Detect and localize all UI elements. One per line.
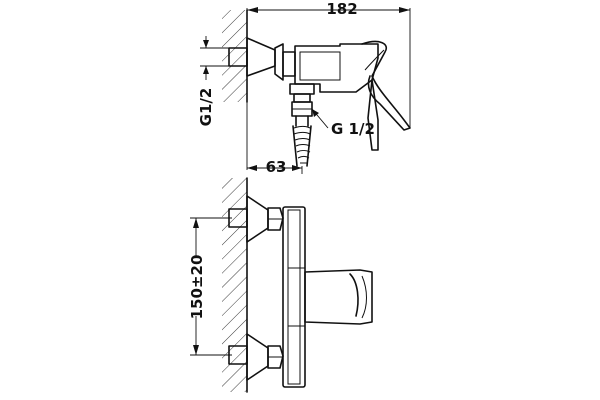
side-view: 182 G1/2 G 1/2 63 (197, 0, 411, 176)
shower-hose (292, 115, 312, 167)
lever-handle (361, 40, 411, 131)
dimension-inlet-thread (200, 36, 232, 80)
dimension-wall-offset (246, 102, 303, 174)
escutcheon (246, 37, 276, 77)
outlet-fitting (289, 83, 315, 117)
eccentric-nut (274, 43, 284, 81)
dimension-inlet-thread-label: G1/2 (197, 88, 215, 127)
front-view: 150±20 (187, 177, 373, 393)
dimension-outlet-thread-label: G 1/2 (331, 120, 375, 138)
spout (367, 79, 379, 151)
body-connector (282, 51, 296, 77)
dimension-overall-width (246, 7, 411, 128)
dimension-outlet-thread (311, 108, 329, 129)
dimension-wall-offset-label: 63 (266, 158, 287, 176)
mixer-body-front (282, 206, 306, 388)
wall-front-view (222, 177, 248, 393)
dimension-overall-width-label: 182 (326, 0, 357, 18)
lever-handle-front (304, 269, 373, 325)
wall-side-view (222, 9, 248, 103)
dimension-center-distance-label: 150±20 (188, 255, 206, 320)
